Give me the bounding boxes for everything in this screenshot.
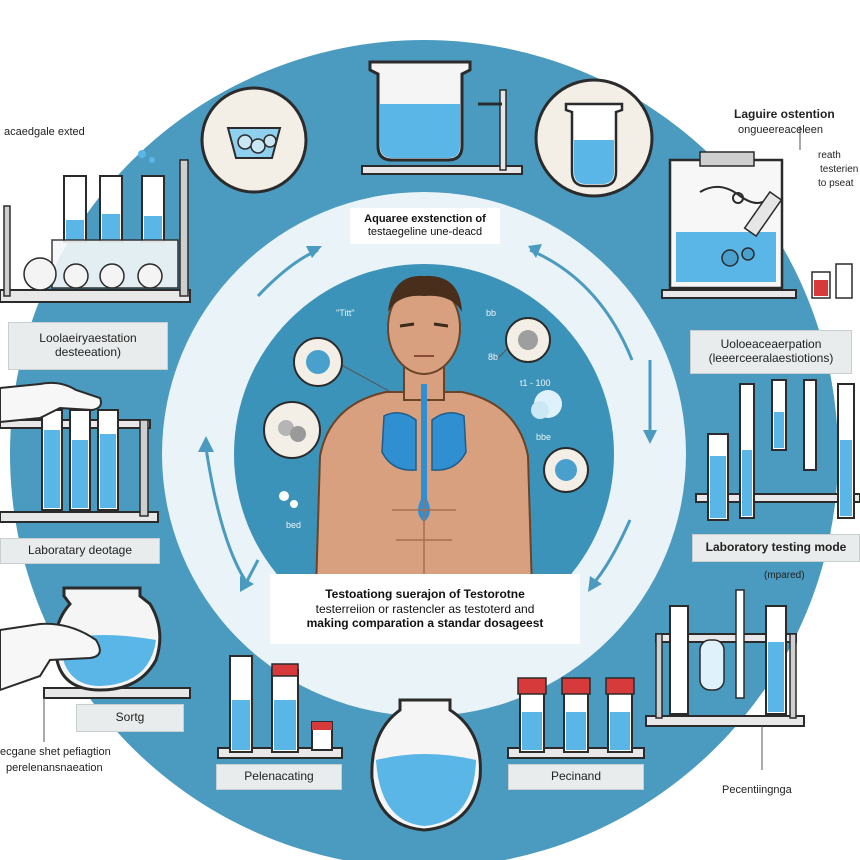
center-top-box: Aquaree exstenction of testaegeline une-… bbox=[350, 208, 500, 244]
bottom-center-flask bbox=[370, 698, 482, 832]
annotation-a: "Titt" bbox=[336, 308, 355, 318]
box-left-lower-text: Laboratary deotage bbox=[27, 543, 133, 558]
label-bottom-left-2: perelenansnaeation bbox=[6, 762, 103, 774]
label-right-small-1: reath bbox=[818, 150, 841, 161]
annotation-e: bbe bbox=[536, 432, 552, 442]
box-left-mid-line2: desteeation) bbox=[54, 345, 122, 359]
label-right-lower-note: (mpared) bbox=[764, 570, 805, 581]
syringe-rack-right bbox=[695, 379, 860, 521]
box-bottom-center-right: Pecinand bbox=[508, 764, 644, 790]
clipboard-icon bbox=[661, 151, 853, 299]
bowl-circle-icon bbox=[200, 86, 308, 194]
arrow-head-bottom-left bbox=[198, 436, 214, 452]
label-top-right-sub: ongueereaceleen bbox=[738, 124, 824, 136]
label-right-small-2: testerien bbox=[820, 164, 859, 175]
center-bottom-line3: making comparation a standar dosageest bbox=[306, 616, 544, 631]
round-flask-glove bbox=[0, 586, 191, 699]
flask-circle-icon bbox=[534, 78, 654, 198]
human-figure bbox=[314, 275, 534, 591]
box-right-lower-text: Laboratory testing mode bbox=[705, 540, 847, 555]
arrow-top-right bbox=[529, 248, 634, 361]
box-sorting-text: Sortg bbox=[115, 710, 145, 725]
label-top-right-title: Laguire ostention bbox=[734, 107, 835, 121]
arrow-head-top-right bbox=[528, 244, 542, 258]
gloved-hand-rack bbox=[0, 381, 159, 523]
arrow-head-top-left bbox=[306, 246, 322, 258]
box-sorting: Sortg bbox=[76, 704, 184, 732]
center-bottom-box: Testoationg suerajon of Testorotne teste… bbox=[270, 574, 580, 644]
box-left-mid-line1: Loolaeiryaestation bbox=[39, 331, 137, 346]
annotation-d: t1 - 100 bbox=[520, 378, 551, 388]
molecule-circles bbox=[263, 317, 589, 508]
bottom-tubes-left bbox=[217, 655, 343, 759]
center-bottom-line2: testerreiion or rastencler as testoterd … bbox=[315, 601, 535, 616]
label-bottom-left-1: ecgane shet pefiagtion bbox=[0, 746, 111, 758]
box-bottom-center-left-text: Pelenacating bbox=[244, 769, 314, 784]
box-right-lower: Laboratory testing mode bbox=[692, 534, 860, 562]
box-bottom-center-left: Pelenacating bbox=[216, 764, 342, 790]
annotation-f: bed bbox=[286, 520, 302, 530]
box-left-lower: Laboratary deotage bbox=[0, 538, 160, 564]
arrow-head-left-low bbox=[240, 576, 254, 592]
box-right-mid-line2: (leeerceeralaestiotions) bbox=[708, 351, 834, 365]
annotation-c: 8b bbox=[488, 352, 499, 362]
test-tube-rack-left bbox=[0, 150, 191, 303]
box-right-mid: Uoloeaceaerpation (leeerceeralaestiotion… bbox=[690, 330, 852, 374]
label-top-left: acaedgale exted bbox=[4, 126, 85, 138]
arrow-bottom-left bbox=[204, 447, 247, 581]
beaker-stand-icon bbox=[361, 60, 523, 175]
center-top-title: Aquaree exstenction of bbox=[364, 212, 486, 225]
box-left-mid: Loolaeiryaestation desteeation) bbox=[8, 322, 168, 370]
label-right-small-3: to pseat bbox=[818, 178, 854, 189]
arrow-head-bottom-right bbox=[588, 576, 602, 592]
annotation-b: bb bbox=[486, 308, 497, 318]
bottom-right-rack bbox=[645, 589, 805, 727]
bottom-tubes-right bbox=[507, 677, 645, 759]
arrow-head-right-side bbox=[643, 430, 657, 444]
box-bottom-center-right-text: Pecinand bbox=[550, 769, 602, 784]
label-bottom-right: Pecentiingnga bbox=[722, 784, 792, 796]
center-bottom-line1: Testoationg suerajon of Testorotne bbox=[325, 587, 525, 602]
center-top-subtitle: testaegeline une-deacd bbox=[367, 226, 483, 238]
cycle-arrows bbox=[198, 244, 657, 592]
box-right-mid-line1: Uoloeaceaerpation bbox=[720, 337, 822, 352]
